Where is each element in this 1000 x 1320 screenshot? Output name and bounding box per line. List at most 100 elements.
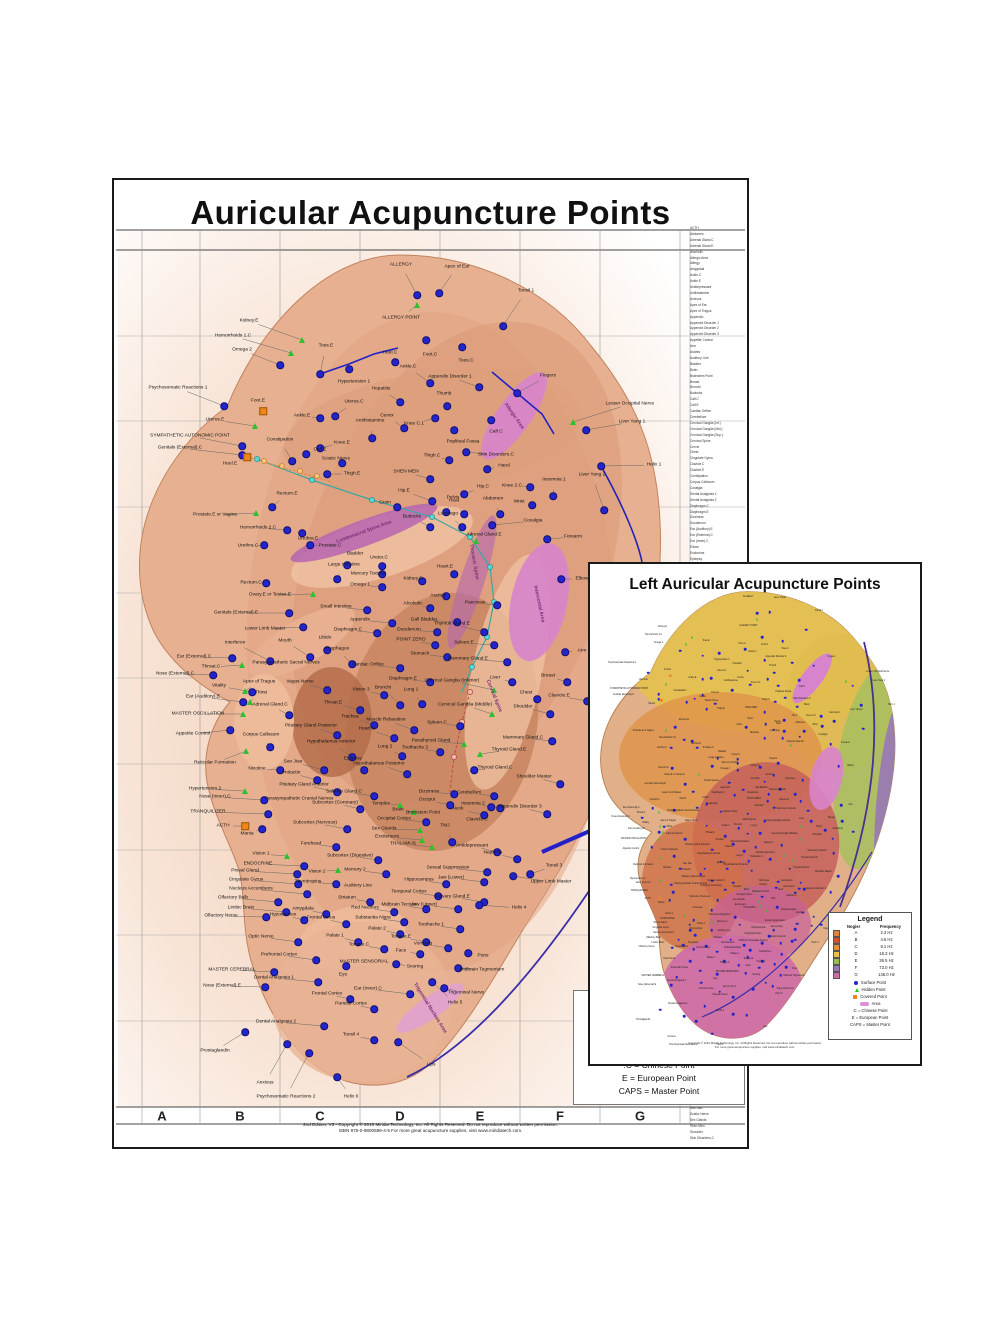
acupoint-marker [242, 688, 248, 694]
acupoint-marker [549, 492, 557, 500]
inset-acupoint-marker [744, 725, 748, 729]
inset-acupoint-marker [758, 899, 761, 903]
zone-frequency: 146.0 Hz [878, 972, 895, 978]
inset-acupoint-marker [761, 942, 764, 945]
inset-acupoint-marker [716, 899, 720, 902]
inset-acupoint-label: Subcortex (Coronary) [700, 885, 723, 888]
index-entry: Appetite Control [690, 338, 713, 343]
acupoint-label: Uterus.C [344, 399, 364, 405]
acupoint-marker [450, 426, 458, 434]
acupoint-label: Rectum.C [240, 580, 262, 586]
acupoint-label: Appendix Disorder 1 [428, 374, 472, 380]
acupoint-marker [370, 1036, 378, 1044]
inset-acupoint-marker [651, 807, 655, 810]
acupoint-marker [313, 776, 321, 784]
acupoint-label: Elbow [575, 576, 589, 582]
acupoint-marker [226, 726, 234, 734]
inset-acupoint-marker [703, 867, 707, 870]
acupoint-marker [445, 456, 453, 464]
acupoint-label: Heel.E [222, 461, 238, 467]
acupoint-label: Shoulder [513, 704, 533, 710]
inset-acupoint-label: Sexual Suppression [764, 920, 786, 923]
inset-acupoint-marker [685, 701, 689, 704]
acupoint-marker [333, 731, 341, 739]
acupoint-label: Cervical Ganglia (Inferior) [424, 678, 480, 684]
inset-acupoint-label: Pancreas [785, 777, 795, 780]
inset-acupoint-marker [773, 806, 776, 810]
inset-acupoint-label: Red Nucleus [721, 941, 735, 944]
acupoint-marker [248, 688, 256, 696]
inset-acupoint-marker [731, 995, 735, 999]
acupoint-marker [440, 984, 448, 992]
acupoint-label: Frontal Sinus [306, 915, 336, 921]
acupoint-marker [422, 905, 430, 913]
acupoint-label: Pelvis [446, 495, 460, 501]
acupoint-label: Adrenal Gland.C [252, 702, 288, 708]
inset-acupoint-label: Diaphragm.E [742, 818, 757, 821]
acupoint-label: Hand [498, 463, 510, 469]
acupoint-label: Nucleus Accumbens [229, 886, 273, 892]
acupoint-label: Optic Nerve [248, 934, 274, 940]
acupoint-label: Mouth [278, 638, 292, 644]
inset-acupoint-marker [776, 880, 780, 883]
acupoint-marker [392, 960, 400, 968]
inset-acupoint-marker [860, 703, 863, 707]
acupoint-marker [418, 700, 426, 708]
inset-acupoint-marker [771, 984, 774, 988]
inset-acupoint-marker [677, 938, 681, 941]
inset-acupoint-marker [804, 628, 808, 632]
acupoint-marker [496, 510, 504, 518]
inset-acupoint-label: MASTER SENSORIAL [715, 970, 740, 973]
inset-acupoint-label: Hemorrhoids 2.C [658, 737, 677, 740]
inset-acupoint-marker [782, 718, 786, 722]
index-entry: Elbow [690, 544, 699, 549]
inset-acupoint-marker [691, 739, 694, 743]
acupoint-marker [444, 944, 452, 952]
index-entry: Clavicle.E [690, 468, 705, 473]
inset-acupoint-marker [682, 1014, 686, 1018]
acupoint-marker [394, 1038, 402, 1046]
inset-acupoint-label: Bladder [718, 751, 727, 754]
acupoint-marker [306, 653, 314, 661]
inset-acupoint-label: Mammary Gland.C [807, 850, 827, 853]
inset-acupoint-label: Ureter.C [731, 753, 741, 756]
inset-acupoint-marker [710, 848, 714, 852]
acupoint-label: Pons [477, 953, 489, 959]
inset-acupoint-marker [812, 664, 816, 668]
acupoint-label: Vitality [211, 683, 227, 689]
acupoint-marker [239, 698, 247, 706]
grid-letter-C: C [315, 1108, 325, 1124]
inset-acupoint-marker [701, 654, 704, 657]
index-entry: Brain [690, 367, 698, 372]
acupoint-marker [312, 956, 320, 964]
inset-acupoint-marker [670, 946, 674, 950]
inset-acupoint-label: Frontal Cortex [699, 987, 714, 990]
acupoint-label: Apex of Ear [444, 264, 470, 270]
acupoint-label: Groin [379, 500, 391, 506]
inset-acupoint-marker [802, 887, 806, 891]
index-entry: Calf.C [690, 397, 699, 402]
acupoint-marker [493, 601, 501, 609]
inset-acupoint-marker [774, 886, 778, 889]
index-entry: Bronchi [690, 385, 701, 390]
inset-acupoint-marker [713, 702, 717, 705]
inset-acupoint-label: Urethra.C [656, 746, 667, 749]
index-entry: Auditory Line [690, 355, 709, 360]
acupoint-marker [378, 570, 386, 578]
inset-acupoint-marker [829, 743, 833, 746]
inset-acupoint-label: Small Intestine [704, 779, 720, 782]
acupoint-label: Gall Bladder [410, 617, 438, 623]
index-entry: Skin Disorders.C [690, 1135, 714, 1140]
acupoint-marker [475, 383, 483, 391]
acupoint-marker [543, 810, 551, 818]
inset-acupoint-marker [704, 944, 708, 948]
inset-acupoint-marker [699, 969, 702, 973]
index-entry: Appendix Disorder 1 [690, 320, 719, 325]
inset-acupoint-label: Limbic Brain [651, 941, 665, 944]
acupoint-marker [316, 444, 324, 452]
acupoint-label: Cervical Ganglia (Middle) [438, 702, 492, 708]
acupoint-marker [282, 908, 290, 916]
acupoint-marker [338, 459, 346, 467]
inset-acupoint-label: Ear (Auditory).E [628, 828, 645, 831]
inset-acupoint-label: Nose (External).C [611, 815, 630, 818]
